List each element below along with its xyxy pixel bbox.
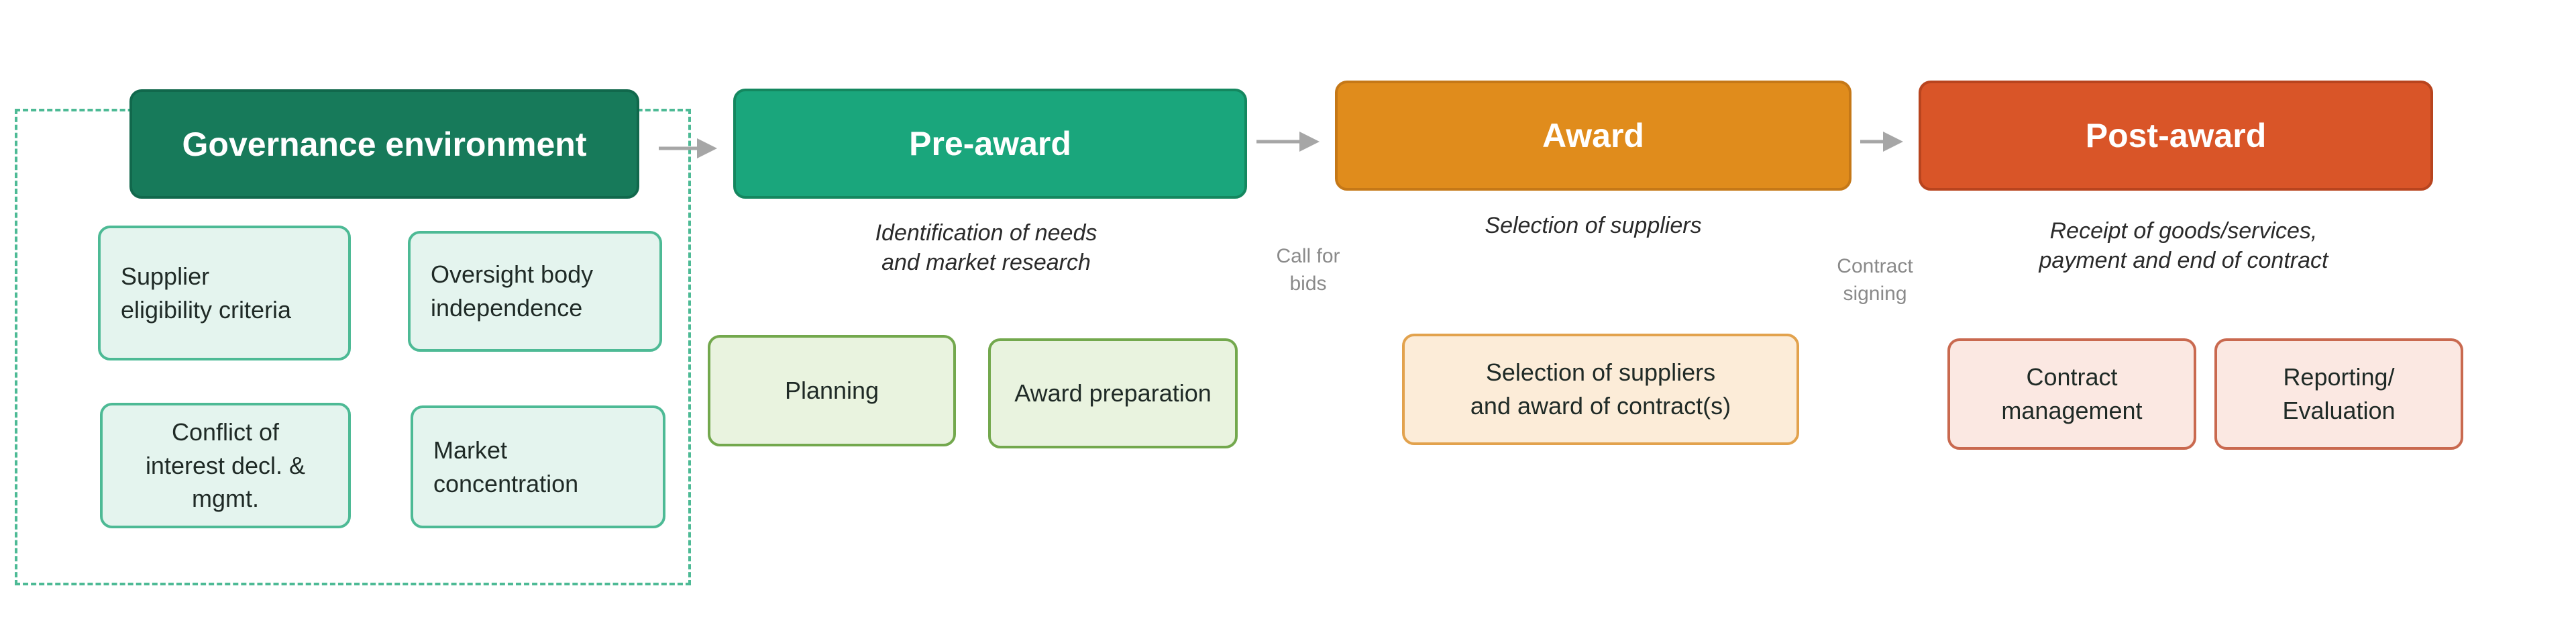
governance-item-label: Conflict of interest decl. & mgmt.	[145, 418, 306, 513]
governance-item-conflict-of-interest: Conflict of interest decl. & mgmt.	[100, 403, 351, 528]
pre-award-caption: Identification of needs and market resea…	[875, 220, 1097, 276]
phase-post-award: Post-award	[1919, 81, 2433, 191]
governance-item-label: Market concentration	[433, 436, 579, 497]
transition-call-for-bids: Call for bids	[1276, 245, 1340, 295]
award-item-label: Selection of suppliers and award of cont…	[1470, 358, 1731, 420]
phase-award-label: Award	[1542, 117, 1644, 154]
phase-governance-label: Governance environment	[182, 125, 587, 163]
award-item-selection-and-award: Selection of suppliers and award of cont…	[1402, 334, 1799, 445]
governance-item-oversight-independence: Oversight body independence	[408, 231, 662, 352]
phase-post-award-label: Post-award	[2085, 117, 2267, 154]
pre-award-item-award-preparation: Award preparation	[988, 338, 1238, 448]
governance-item-market-concentration: Market concentration	[411, 405, 665, 528]
pre-award-item-label: Planning	[784, 377, 879, 405]
phase-pre-award-label: Pre-award	[909, 125, 1071, 162]
phase-governance-environment: Governance environment	[129, 89, 639, 199]
governance-item-supplier-eligibility: Supplier eligibility criteria	[98, 226, 351, 360]
phase-award: Award	[1335, 81, 1851, 191]
post-award-item-reporting-evaluation: Reporting/ Evaluation	[2214, 338, 2463, 450]
post-award-item-contract-management: Contract management	[1947, 338, 2196, 450]
pre-award-item-label: Award preparation	[1014, 379, 1212, 407]
post-award-item-label: Contract management	[2001, 363, 2143, 424]
post-award-caption: Receipt of goods/services, payment and e…	[2039, 218, 2328, 274]
transition-contract-signing: Contract signing	[1837, 255, 1913, 305]
post-award-item-label: Reporting/ Evaluation	[2282, 363, 2396, 424]
governance-item-label: Supplier eligibility criteria	[121, 262, 292, 324]
phase-pre-award: Pre-award	[733, 89, 1247, 199]
pre-award-item-planning: Planning	[708, 335, 956, 446]
award-caption: Selection of suppliers	[1485, 213, 1702, 238]
governance-item-label: Oversight body independence	[431, 260, 594, 322]
